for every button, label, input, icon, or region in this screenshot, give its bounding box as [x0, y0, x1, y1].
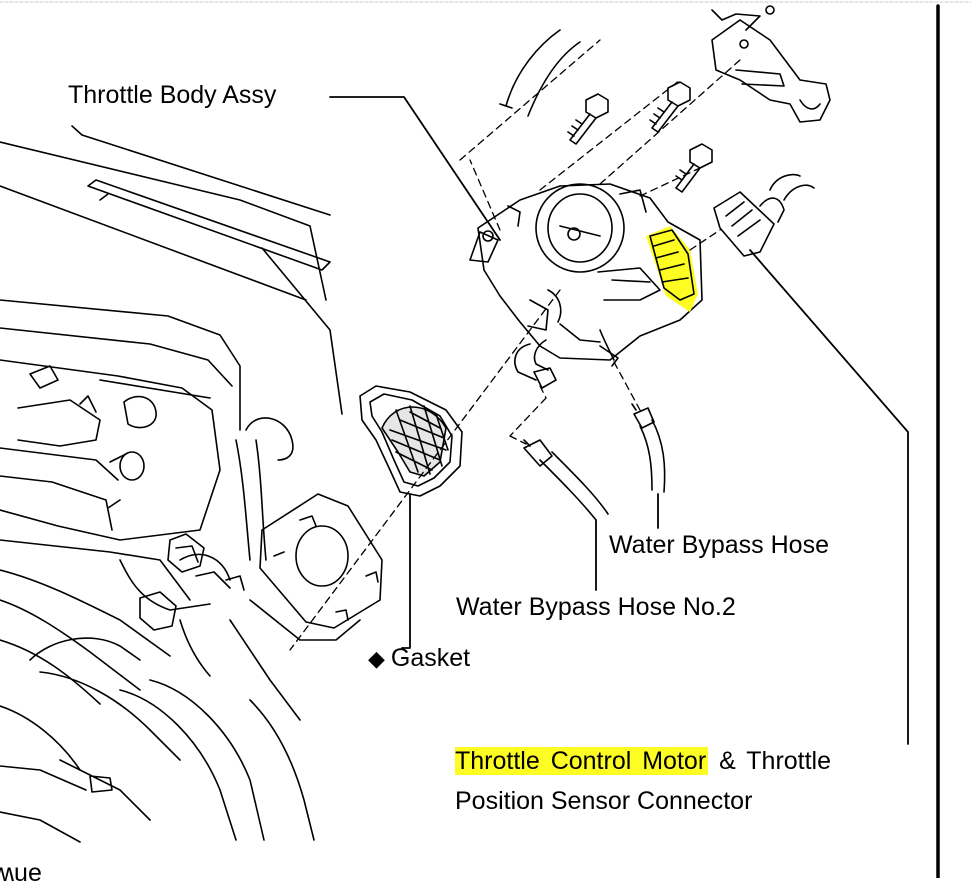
gasket-part: [359, 385, 463, 497]
label-throttle-body-assy: Throttle Body Assy: [68, 81, 277, 109]
label-throttle-control-motor: Throttle Control Motor & Throttle: [455, 746, 831, 776]
bolt-2: [649, 81, 691, 133]
label-position-sensor-connector: Position Sensor Connector: [455, 787, 753, 815]
label-cropped-fragment: ʍue: [0, 859, 42, 887]
water-bypass-hose: [631, 403, 666, 493]
bypass-pipe: [514, 339, 619, 389]
label-water-bypass-hose-no2: Water Bypass Hose No.2: [456, 593, 736, 621]
label-water-bypass-hose: Water Bypass Hose: [609, 531, 829, 559]
water-bypass-hose-no2: [523, 439, 609, 521]
leader-lines: [329, 96, 909, 745]
throttle-body: [469, 183, 703, 361]
engine-bay: [0, 125, 383, 843]
bolt-1: [567, 93, 609, 145]
tcm-connector: [646, 226, 698, 312]
harness-connector: [713, 173, 815, 257]
assembly-lines: [289, 39, 741, 651]
upper-hose: [499, 29, 581, 117]
bracket: [711, 5, 831, 123]
label-gasket: ◆Gasket: [368, 643, 470, 674]
highlighted-text: Throttle Control Motor: [455, 747, 709, 775]
label-tcm-rest: & Throttle: [719, 747, 832, 775]
black-diamond-icon: ◆: [368, 646, 385, 671]
label-gasket-text: Gasket: [390, 644, 471, 672]
bolt-3: [675, 143, 713, 193]
